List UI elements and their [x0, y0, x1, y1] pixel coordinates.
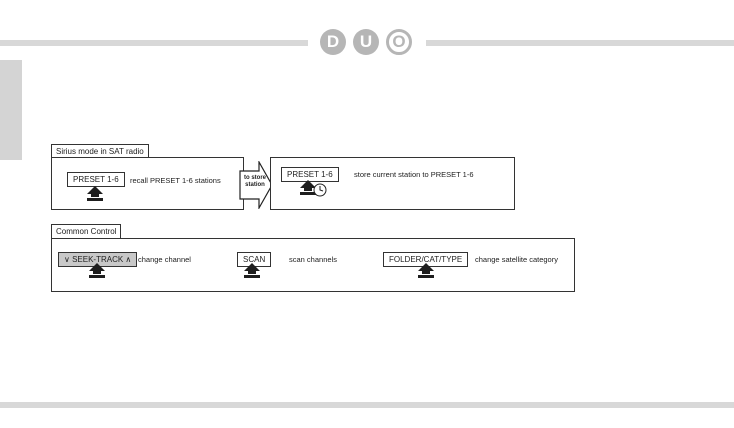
preset-recall-desc: recall PRESET 1-6 stations — [130, 176, 221, 186]
seek-track-desc: change channel — [138, 255, 191, 265]
sirius-store-panel: PRESET 1-6 store current station to PRES… — [270, 157, 515, 210]
header-rule-left — [0, 40, 308, 46]
press-and-hold-icon — [299, 180, 327, 198]
common-control-panel: ∨ SEEK-TRACK ∧ change channel SCAN scan … — [51, 238, 575, 292]
sirius-recall-panel: PRESET 1-6 recall PRESET 1-6 stations — [51, 157, 244, 210]
preset-key-recall: PRESET 1-6 — [67, 172, 125, 187]
logo-letter-d: D — [320, 29, 346, 55]
to-store-station-label: to store station — [240, 175, 270, 189]
press-button-icon — [85, 186, 105, 202]
header-rule-right — [426, 40, 734, 46]
footer-rule — [0, 402, 734, 408]
folder-cat-type-desc: change satellite category — [475, 255, 558, 265]
preset-store-desc: store current station to PRESET 1-6 — [354, 170, 474, 180]
duo-logo: D U O — [318, 29, 416, 59]
logo-letter-u: U — [353, 29, 379, 55]
press-button-icon — [242, 263, 262, 279]
press-button-icon — [416, 263, 436, 279]
logo-letter-o: O — [386, 29, 412, 55]
side-tab — [0, 60, 22, 160]
press-button-icon — [87, 263, 107, 279]
scan-desc: scan channels — [289, 255, 337, 265]
